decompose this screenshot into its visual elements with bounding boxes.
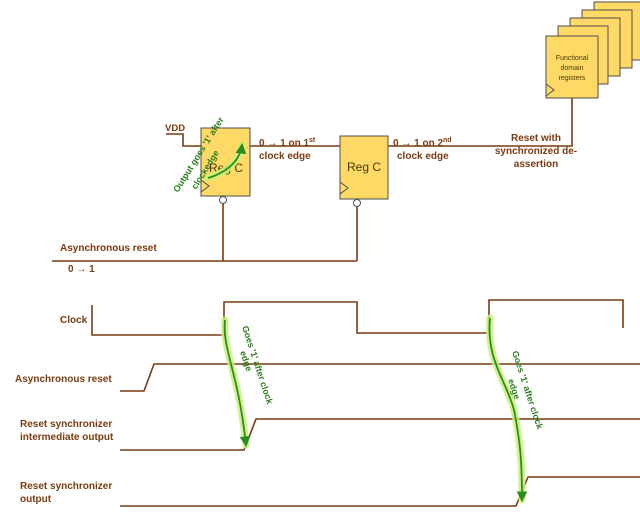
timing-annotation-1: Goes '1' after clock edge (221, 316, 275, 449)
edge2-label: 0 → 1 on 2nd (393, 137, 452, 149)
sync-output-waveform (120, 476, 640, 507)
output-label-1: Reset synchronizer (20, 481, 112, 492)
reset-sync-deassert-3: assertion (514, 159, 558, 170)
domain-label-3: registers (559, 75, 586, 82)
reset-sync-deassert-2: synchronized de- (495, 146, 577, 157)
register-2: Reg C (339, 135, 389, 207)
clock-waveform (91, 299, 624, 336)
schematic-wires (52, 98, 573, 262)
output-label-2: output (20, 494, 52, 505)
intermediate-output-waveform (120, 418, 640, 451)
vdd-label: VDD (165, 123, 185, 134)
timing-async-reset-label: Asynchronous reset (15, 374, 112, 385)
timing-labels: Clock Asynchronous reset Reset synchroni… (15, 315, 114, 505)
domain-label-1: Functional (556, 55, 589, 62)
edge2-label-line2: clock edge (397, 151, 449, 162)
clock-label: Clock (60, 315, 88, 326)
timing-annotation-2: Goes '1' after clock edge (485, 314, 545, 504)
async-reset-label: Asynchronous reset (60, 243, 157, 254)
intermediate-label-1: Reset synchronizer (20, 419, 112, 430)
register-2-label: Reg C (347, 160, 381, 174)
intermediate-label-2: intermediate output (20, 432, 114, 443)
async-reset-transition: 0 → 1 (68, 264, 95, 275)
async-reset-waveform (120, 363, 640, 392)
reset-sync-deassert-1: Reset with (511, 133, 561, 144)
edge1-label-line2: clock edge (259, 151, 311, 162)
functional-domain-registers: Functional domain registers (545, 1, 640, 99)
edge1-label: 0 → 1 on 1st (259, 137, 316, 149)
domain-label-2: domain (561, 65, 584, 72)
